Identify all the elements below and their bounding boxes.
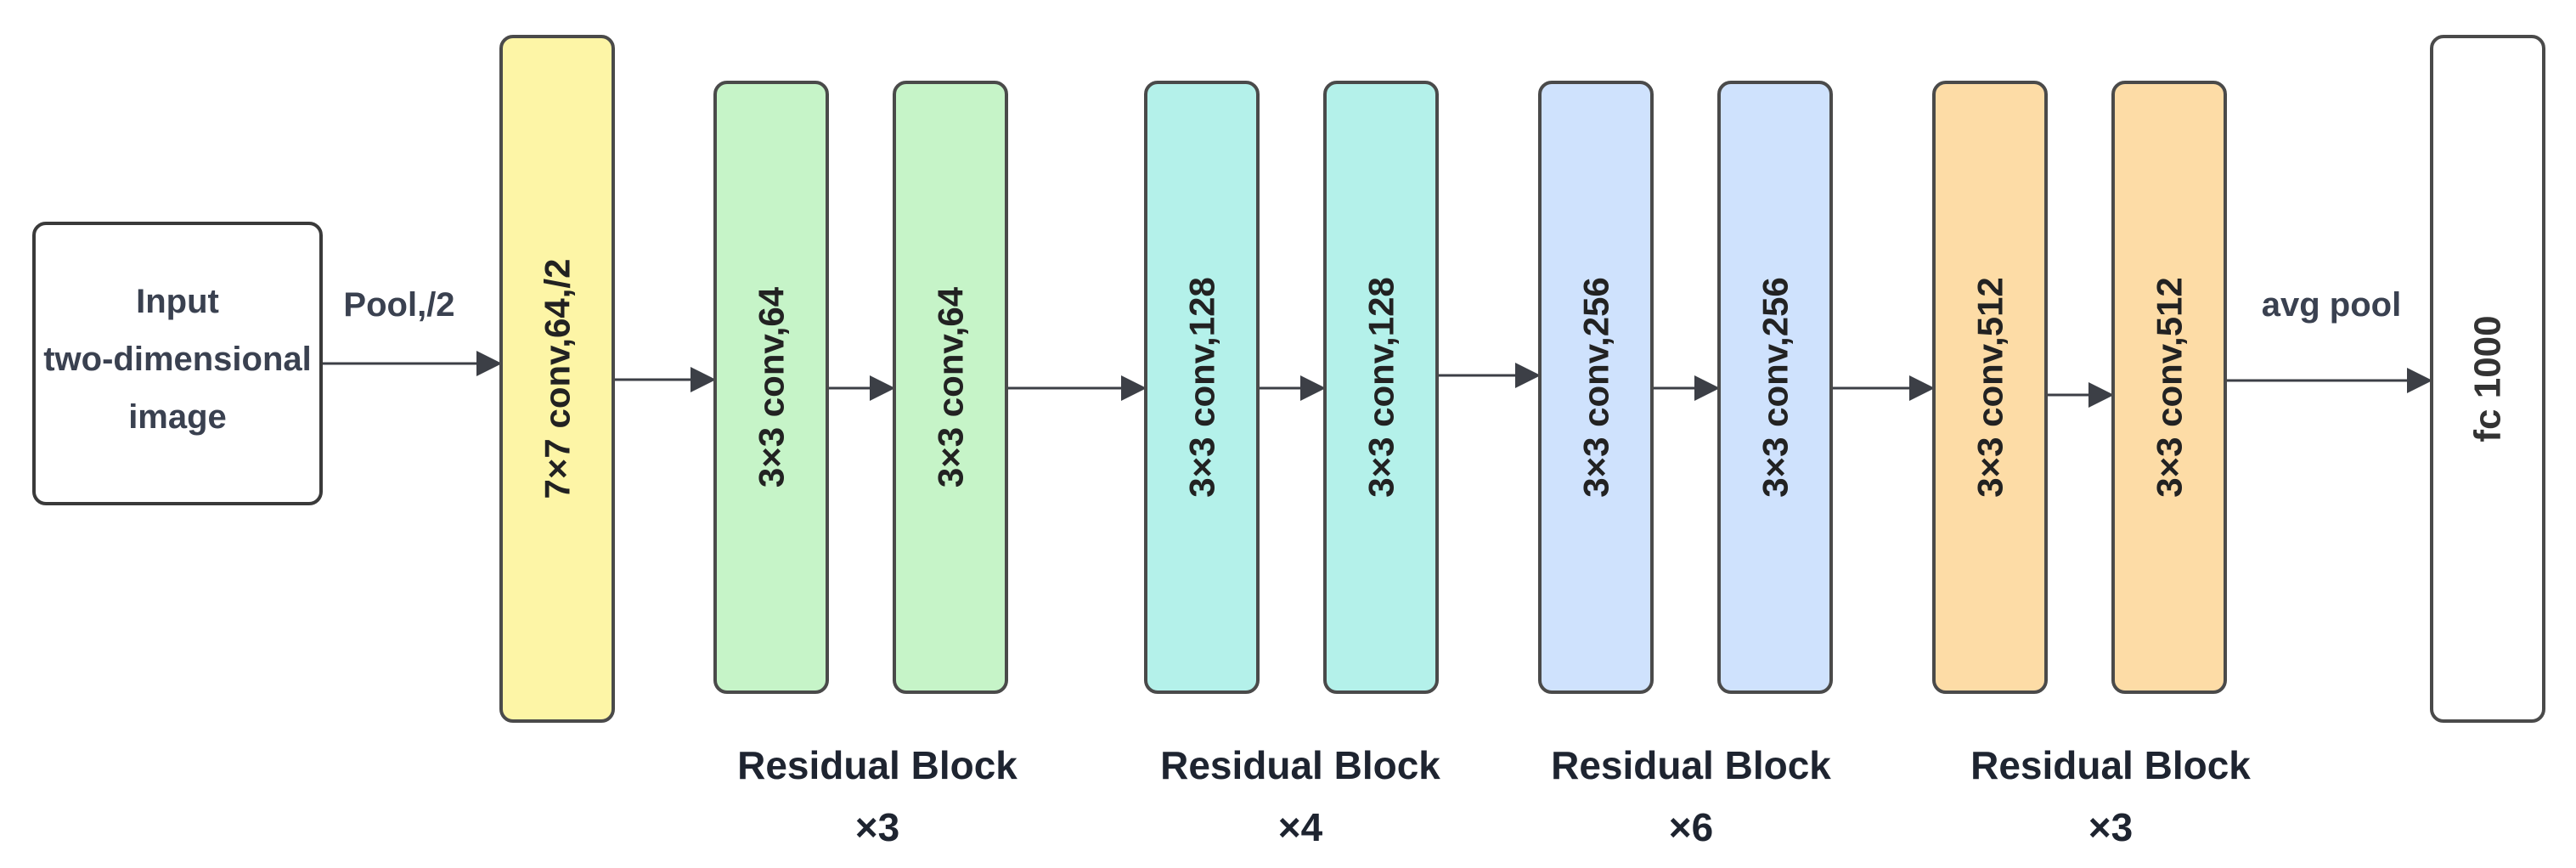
group-3-multiplier: ×6 xyxy=(1669,805,1713,849)
layer-conv5b-box xyxy=(2111,81,2227,694)
layer-conv2a: 3×3 conv,64 xyxy=(713,81,829,694)
layer-conv4b: 3×3 conv,256 xyxy=(1717,81,1833,694)
group-4-title: Residual Block xyxy=(1970,743,2251,787)
layer-conv1: 7×7 conv,64,/2 xyxy=(499,35,615,723)
layer-conv5b-label: 3×3 conv,512 xyxy=(2150,277,2190,498)
residual-block-group-1: Residual Block ×3 xyxy=(737,743,1017,849)
edges xyxy=(321,351,2432,408)
layer-conv2a-box xyxy=(713,81,829,694)
layer-conv4a-label: 3×3 conv,256 xyxy=(1576,277,1616,498)
layer-conv1-box xyxy=(499,35,615,723)
input-node-label-line-2: two-dimensional xyxy=(43,341,312,378)
layer-conv5a: 3×3 conv,512 xyxy=(1932,81,2048,694)
group-3-title: Residual Block xyxy=(1551,743,1831,787)
residual-block-group-3: Residual Block ×6 xyxy=(1551,743,1831,849)
group-1-multiplier: ×3 xyxy=(855,805,899,849)
layer-conv3b-box xyxy=(1323,81,1439,694)
group-2-multiplier: ×4 xyxy=(1278,805,1323,849)
input-node: Input two-dimensional image xyxy=(32,222,323,505)
layer-conv4a-box xyxy=(1538,81,1654,694)
layer-conv2a-label: 3×3 conv,64 xyxy=(752,286,792,488)
input-node-label-line-1: Input xyxy=(136,283,219,320)
layer-conv3b: 3×3 conv,128 xyxy=(1323,81,1439,694)
pool-edge-label: Pool,/2 xyxy=(343,286,454,324)
layer-conv3a-box xyxy=(1144,81,1260,694)
avg-pool-edge-label: avg pool xyxy=(2262,286,2401,324)
layer-conv3a: 3×3 conv,128 xyxy=(1144,81,1260,694)
residual-block-group-2: Residual Block ×4 xyxy=(1160,743,1440,849)
layer-conv3a-label: 3×3 conv,128 xyxy=(1182,277,1222,498)
layer-conv2b-box xyxy=(893,81,1008,694)
fc-node-box xyxy=(2430,35,2545,723)
group-4-multiplier: ×3 xyxy=(2088,805,2133,849)
input-node-box xyxy=(32,222,323,505)
fc-node-label: fc 1000 xyxy=(2467,315,2509,442)
layer-conv5a-label: 3×3 conv,512 xyxy=(1970,277,2010,498)
input-node-label-line-3: image xyxy=(128,398,227,436)
layer-conv4b-label: 3×3 conv,256 xyxy=(1756,277,1795,498)
residual-block-group-4: Residual Block ×3 xyxy=(1970,743,2251,849)
group-2-title: Residual Block xyxy=(1160,743,1440,787)
layer-conv5a-box xyxy=(1932,81,2048,694)
layer-conv2b-label: 3×3 conv,64 xyxy=(931,286,971,488)
layer-conv4a: 3×3 conv,256 xyxy=(1538,81,1654,694)
layer-conv5b: 3×3 conv,512 xyxy=(2111,81,2227,694)
group-1-title: Residual Block xyxy=(737,743,1017,787)
layer-conv4b-box xyxy=(1717,81,1833,694)
layer-conv2b: 3×3 conv,64 xyxy=(893,81,1008,694)
layer-stack: 7×7 conv,64,/2 3×3 conv,64 3×3 conv,64 3… xyxy=(499,35,2227,723)
layer-conv3b-label: 3×3 conv,128 xyxy=(1361,277,1401,498)
layer-conv1-label: 7×7 conv,64,/2 xyxy=(538,259,578,499)
fc-node: fc 1000 xyxy=(2430,35,2545,723)
